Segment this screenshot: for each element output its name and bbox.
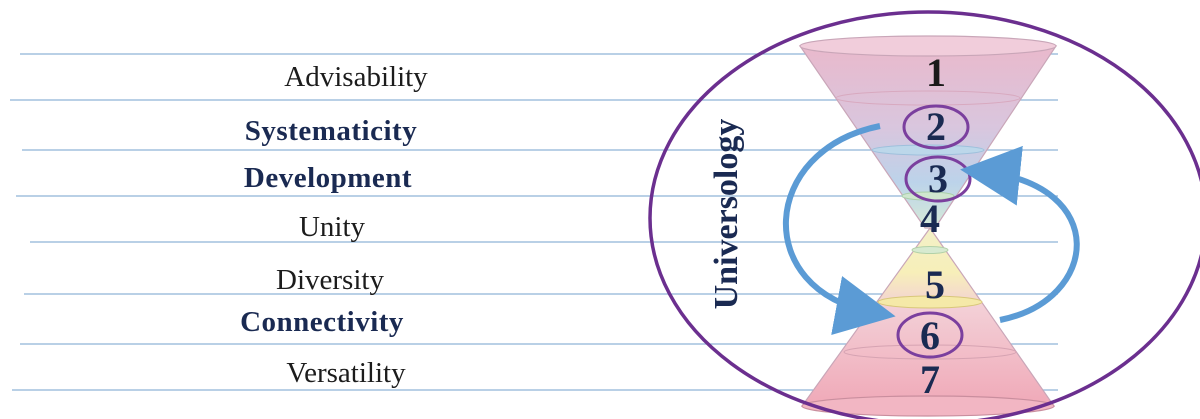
level-number-4: 4 — [920, 196, 940, 241]
level-numbers: 1 2 3 4 5 6 7 — [920, 50, 948, 402]
ruled-lines — [10, 53, 1058, 391]
label-diversity: Diversity — [276, 264, 384, 296]
right-cycle-arrow — [960, 145, 1080, 323]
level-number-7: 7 — [920, 357, 940, 402]
label-versatility: Versatility — [286, 357, 406, 389]
label-development: Development — [243, 162, 413, 194]
level-number-2: 2 — [926, 104, 946, 149]
level-circle-6 — [896, 311, 964, 359]
label-advisability: Advisability — [284, 61, 428, 93]
level-circles — [896, 104, 972, 359]
left-cycle-arrow — [783, 123, 896, 335]
label-unity: Unity — [298, 211, 366, 243]
label-connectivity: Connectivity — [240, 306, 404, 338]
label-systematicity: Systematicity — [244, 115, 418, 147]
level-number-5: 5 — [925, 262, 945, 307]
outer-ellipse — [648, 10, 1200, 419]
upper-cone — [798, 35, 1058, 229]
lower-cone — [800, 226, 1056, 417]
vertical-title: Universology — [708, 119, 745, 310]
level-number-6: 6 — [920, 313, 940, 358]
level-number-1: 1 — [926, 50, 946, 95]
level-circle-2 — [902, 104, 970, 150]
level-number-3: 3 — [928, 156, 948, 201]
